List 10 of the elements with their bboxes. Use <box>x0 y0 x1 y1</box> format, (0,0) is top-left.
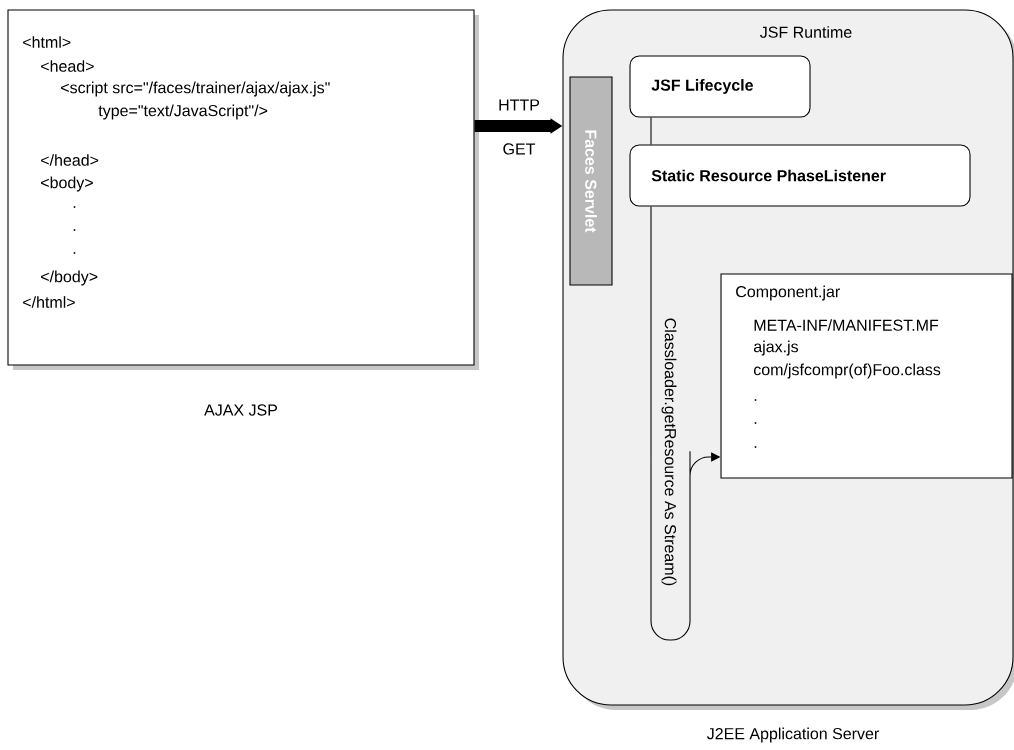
edge-label: Classloader.getResource As Stream() <box>660 316 678 588</box>
connector-line <box>650 117 652 145</box>
jar-box: Component.jar META-INF/MANIFEST.MF ajax.js com/jsfcompr(of)Foo.class . . . <box>720 273 1013 479</box>
code-box: <html> <head> <script src="/faces/trainer/ajax/ajax.js" type="text/JavaScript"/> </head> <body> . . . </body> </html> <box>7 9 479 370</box>
process-box: JSF Lifecycle <box>629 55 811 118</box>
node-label: AJAX JSP <box>204 404 278 416</box>
node-label: J2EE Application Server <box>707 727 879 743</box>
edge-label: HTTP GET <box>499 99 540 155</box>
servlet-bar: Faces Servlet <box>569 76 613 286</box>
process-box: Static Resource PhaseListener <box>629 144 971 207</box>
